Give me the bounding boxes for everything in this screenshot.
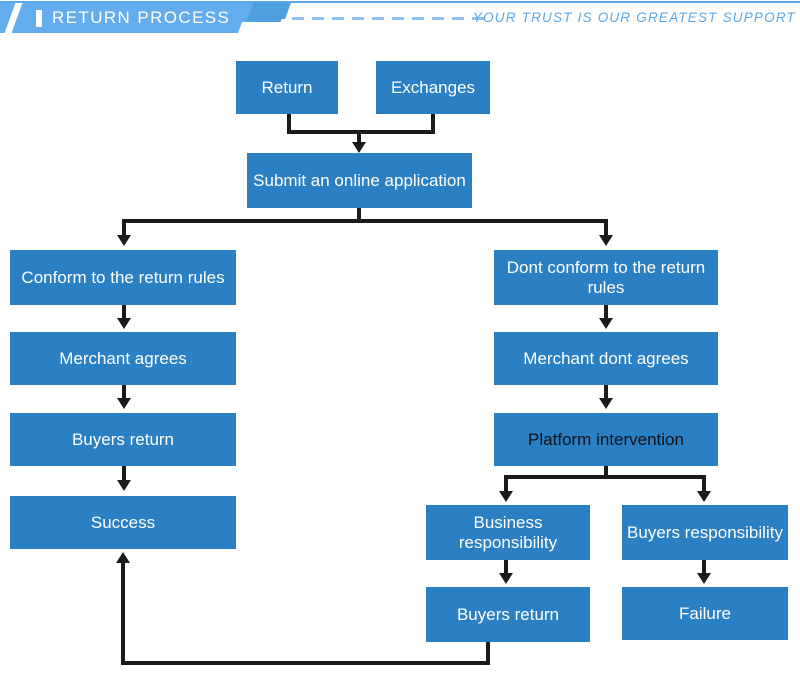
header-notch-shape (237, 22, 303, 33)
arrowhead-to-merchant-agrees (117, 318, 131, 329)
edge-merchant-to-buyers (122, 385, 126, 400)
header-tagline: YOUR TRUST IS OUR GREATEST SUPPORT (472, 10, 796, 25)
arrowhead-to-buyers-responsibility (697, 491, 711, 502)
edge-buyers-to-success (122, 466, 126, 482)
node-buyers-return-right[interactable]: Buyers return (426, 587, 590, 642)
arrowhead-to-buyers-return-left (117, 398, 131, 409)
arrowhead-to-conform (117, 235, 131, 246)
edge-exchanges-down (431, 114, 435, 134)
edge-buyersresp-to-failure (702, 560, 706, 575)
edge-merge-bar (287, 130, 435, 134)
edge-submit-stem (357, 208, 361, 223)
edge-business-to-buyersreturn (504, 560, 508, 575)
node-success[interactable]: Success (10, 496, 236, 549)
edge-split-left (122, 219, 126, 237)
node-buyers-return-left[interactable]: Buyers return (10, 413, 236, 466)
arrowhead-to-success (117, 480, 131, 491)
node-buyers-responsibility[interactable]: Buyers responsibility (622, 505, 788, 560)
edge-merchantdont-to-platform (604, 385, 608, 400)
edge-conform-to-merchant (122, 305, 126, 320)
edge-platform-left (504, 475, 508, 493)
node-platform-intervention[interactable]: Platform intervention (494, 413, 718, 466)
edge-split-bar (122, 219, 608, 223)
edge-return-down (287, 114, 291, 134)
edge-feedback-down (486, 642, 490, 665)
header-dashed-rule (292, 17, 492, 20)
arrowhead-to-business-responsibility (499, 491, 513, 502)
arrowhead-to-merchant-dont-agrees (599, 318, 613, 329)
page-header: RETURN PROCESS YOUR TRUST IS OUR GREATES… (0, 0, 800, 38)
arrowhead-to-buyers-return-right (499, 573, 513, 584)
node-return[interactable]: Return (236, 61, 338, 114)
node-failure[interactable]: Failure (622, 587, 788, 640)
edge-platform-stem (604, 466, 608, 479)
edge-feedback-across (121, 661, 490, 665)
node-merchant-agrees[interactable]: Merchant agrees (10, 332, 236, 385)
node-submit-application[interactable]: Submit an online application (247, 153, 472, 208)
header-bullet-icon (36, 10, 42, 27)
node-conform-to-rules[interactable]: Conform to the return rules (10, 250, 236, 305)
edge-merge-stem (357, 130, 361, 144)
node-exchanges[interactable]: Exchanges (376, 61, 490, 114)
arrowhead-feedback-to-success (116, 552, 130, 563)
arrowhead-to-dont-conform (599, 235, 613, 246)
header-top-rule (0, 1, 800, 3)
edge-feedback-up (121, 563, 125, 663)
page-title: RETURN PROCESS (52, 8, 231, 27)
node-merchant-dont-agrees[interactable]: Merchant dont agrees (494, 332, 718, 385)
arrowhead-to-platform (599, 398, 613, 409)
edge-platform-right (702, 475, 706, 493)
node-business-responsibility[interactable]: Business responsibility (426, 505, 590, 560)
edge-dontconform-to-merchantdont (604, 305, 608, 320)
edge-split-right (604, 219, 608, 237)
edge-platform-bar (504, 475, 706, 479)
node-dont-conform-to-rules[interactable]: Dont conform to the return rules (494, 250, 718, 305)
arrowhead-to-submit (352, 142, 366, 153)
arrowhead-to-failure (697, 573, 711, 584)
